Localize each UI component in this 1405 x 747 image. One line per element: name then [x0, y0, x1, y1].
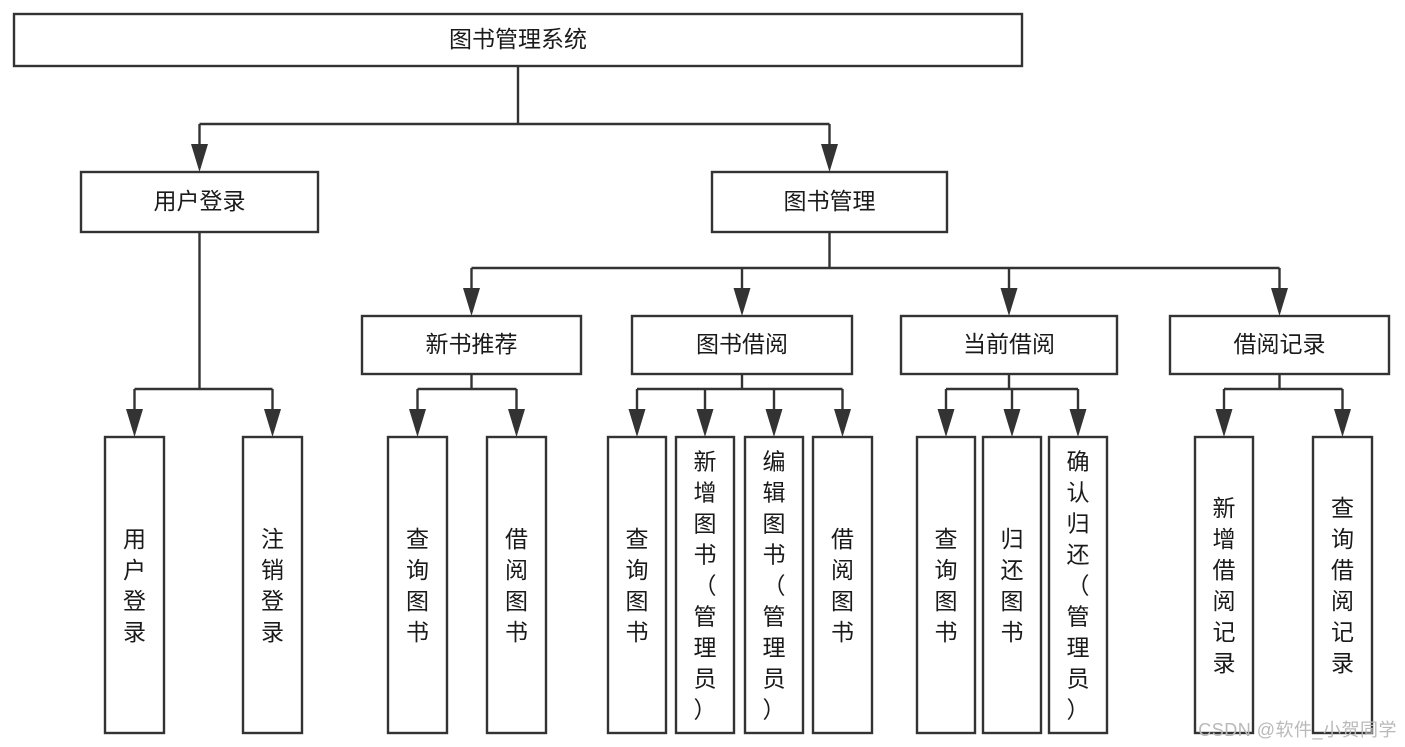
node-box	[606, 435, 668, 735]
node-label: 新书推荐	[426, 331, 518, 357]
node-box	[674, 435, 736, 735]
node-leaf-confirm-return[interactable]: 确认归还（管理员）	[1047, 435, 1109, 735]
node-box	[630, 314, 854, 376]
arrow-head-icon	[1069, 409, 1087, 437]
edge-group	[191, 66, 838, 172]
node-leaf-return-book[interactable]: 归还图书	[981, 435, 1043, 735]
node-box	[485, 435, 548, 735]
node-box	[915, 435, 977, 735]
node-leaf-query-book-2[interactable]: 查询图书	[606, 435, 668, 735]
node-leaf-query-book-3[interactable]: 查询图书	[915, 435, 977, 735]
arrow-head-icon	[126, 409, 143, 437]
node-n-new-book-rec[interactable]: 新书推荐	[360, 314, 583, 376]
node-label: 图书管理系统	[449, 26, 587, 52]
node-box	[1168, 314, 1391, 376]
node-box	[710, 170, 949, 234]
node-box	[12, 12, 1024, 68]
node-leaf-query-record[interactable]: 查询借阅记录	[1311, 435, 1374, 735]
arrow-head-icon	[628, 409, 646, 437]
node-root[interactable]: 图书管理系统	[12, 12, 1024, 68]
node-label: 注销登录	[261, 526, 284, 645]
arrow-head-icon	[733, 288, 751, 316]
arrow-head-icon	[1334, 409, 1351, 437]
arrow-head-icon	[765, 409, 783, 437]
edges-layer	[126, 66, 1351, 437]
node-label: 查询借阅记录	[1331, 495, 1354, 676]
node-box	[981, 435, 1043, 735]
arrow-head-icon	[508, 409, 525, 437]
node-label: 借阅记录	[1234, 331, 1326, 357]
node-n-borrow-record[interactable]: 借阅记录	[1168, 314, 1391, 376]
edge-group	[409, 374, 525, 437]
node-box	[360, 314, 583, 376]
node-label: 查询图书	[935, 526, 958, 645]
arrow-head-icon	[821, 144, 838, 172]
node-box	[103, 435, 166, 735]
node-label: 当前借阅	[963, 331, 1055, 357]
arrow-head-icon	[937, 409, 955, 437]
node-box	[899, 314, 1119, 376]
node-leaf-borrow-book-2[interactable]: 借阅图书	[811, 435, 874, 735]
arrow-head-icon	[1000, 288, 1018, 316]
node-leaf-query-book-1[interactable]: 查询图书	[386, 435, 449, 735]
node-leaf-edit-book[interactable]: 编辑图书（管理员）	[743, 435, 805, 735]
node-label: 新增图书（管理员）	[694, 449, 717, 723]
node-label: 图书借阅	[696, 331, 788, 357]
arrow-head-icon	[834, 409, 851, 437]
node-leaf-add-book[interactable]: 新增图书（管理员）	[674, 435, 736, 735]
node-n-user-login[interactable]: 用户登录	[79, 170, 320, 234]
node-box	[386, 435, 449, 735]
node-label: 编辑图书（管理员）	[763, 449, 786, 723]
node-box	[1311, 435, 1374, 735]
node-box	[241, 435, 304, 735]
edge-group	[463, 232, 1288, 316]
edge-group	[937, 374, 1087, 437]
node-box	[79, 170, 320, 234]
edge-group	[126, 232, 281, 437]
arrow-head-icon	[1215, 409, 1233, 437]
arrow-head-icon	[409, 409, 426, 437]
node-label: 归还图书	[1001, 526, 1024, 645]
edge-group	[1215, 374, 1351, 437]
arrow-head-icon	[1271, 288, 1288, 316]
nodes-layer: 图书管理系统用户登录图书管理新书推荐图书借阅当前借阅借阅记录用户登录注销登录查询…	[12, 12, 1391, 735]
node-label: 查询图书	[406, 526, 429, 645]
edge-group	[628, 374, 851, 437]
arrow-head-icon	[463, 288, 480, 316]
node-n-book-mgmt[interactable]: 图书管理	[710, 170, 949, 234]
node-leaf-borrow-book-1[interactable]: 借阅图书	[485, 435, 548, 735]
node-leaf-logout[interactable]: 注销登录	[241, 435, 304, 735]
node-label: 查询图书	[626, 526, 649, 645]
arrow-head-icon	[1003, 409, 1021, 437]
node-n-book-borrow[interactable]: 图书借阅	[630, 314, 854, 376]
node-n-current-borrow[interactable]: 当前借阅	[899, 314, 1119, 376]
node-label: 用户登录	[154, 188, 246, 214]
node-label: 新增借阅记录	[1213, 495, 1236, 676]
node-box	[743, 435, 805, 735]
node-leaf-add-record[interactable]: 新增借阅记录	[1193, 435, 1255, 735]
arrow-head-icon	[191, 144, 208, 172]
node-box	[811, 435, 874, 735]
arrow-head-icon	[264, 409, 281, 437]
arrow-head-icon	[696, 409, 714, 437]
node-label: 确认归还（管理员）	[1067, 449, 1090, 723]
node-box	[1193, 435, 1255, 735]
node-box	[1047, 435, 1109, 735]
node-label: 用户登录	[123, 526, 146, 645]
node-label: 图书管理	[784, 188, 876, 214]
node-label: 借阅图书	[831, 526, 854, 645]
node-label: 借阅图书	[505, 526, 528, 645]
node-leaf-user-login[interactable]: 用户登录	[103, 435, 166, 735]
